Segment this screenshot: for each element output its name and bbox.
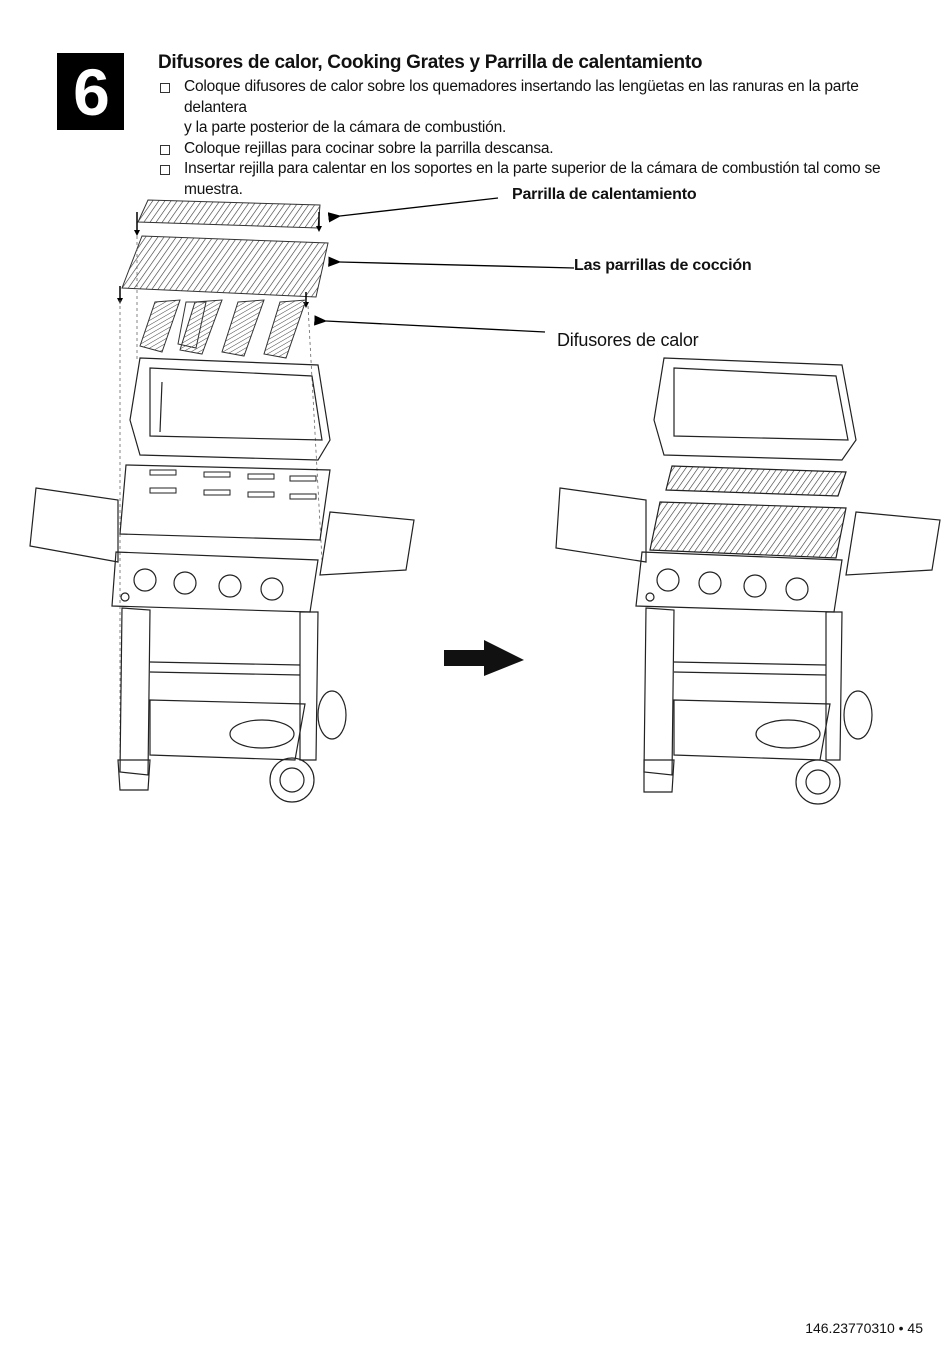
section-title: Difusores de calor, Cooking Grates y Par…	[158, 52, 703, 73]
instruction-text: y la parte posterior de la cámara de com…	[184, 119, 507, 136]
instruction-item: Coloque rejillas para cocinar sobre la p…	[158, 139, 918, 160]
checkbox-icon	[160, 144, 170, 155]
warming-rack-label: Parrilla de calentamiento	[512, 186, 697, 203]
instruction-text: Coloque difusores de calor sobre los que…	[184, 78, 859, 116]
page-footer: 146.23770310 • 45	[805, 1320, 923, 1336]
instruction-text: Insertar rejilla para calentar en los so…	[184, 160, 881, 177]
instruction-list: Coloque difusores de calor sobre los que…	[158, 77, 918, 200]
direction-arrow-icon	[444, 640, 524, 676]
cooking-grates-label: Las parrillas de cocción	[574, 257, 752, 274]
grill-assembled-icon	[555, 357, 941, 805]
heat-diffusers-label: Difusores de calor	[557, 330, 699, 350]
instruction-text: muestra.	[184, 180, 243, 198]
instruction-item: Coloque difusores de calor sobre los que…	[158, 77, 918, 139]
checkbox-icon	[160, 83, 170, 93]
grill-open-icon	[29, 357, 415, 803]
checkbox-icon	[160, 165, 170, 175]
instruction-text: Coloque rejillas para cocinar sobre la p…	[184, 139, 554, 157]
cooking-grates-icon	[117, 235, 329, 308]
heat-diffusers-icon	[139, 299, 307, 359]
callout-arrow-icon	[314, 197, 575, 333]
instruction-item: Insertar rejilla para calentar en los so…	[158, 159, 918, 200]
step-number: 6	[73, 54, 110, 129]
warming-rack-icon	[134, 199, 322, 236]
step-number-badge: 6	[57, 53, 124, 130]
